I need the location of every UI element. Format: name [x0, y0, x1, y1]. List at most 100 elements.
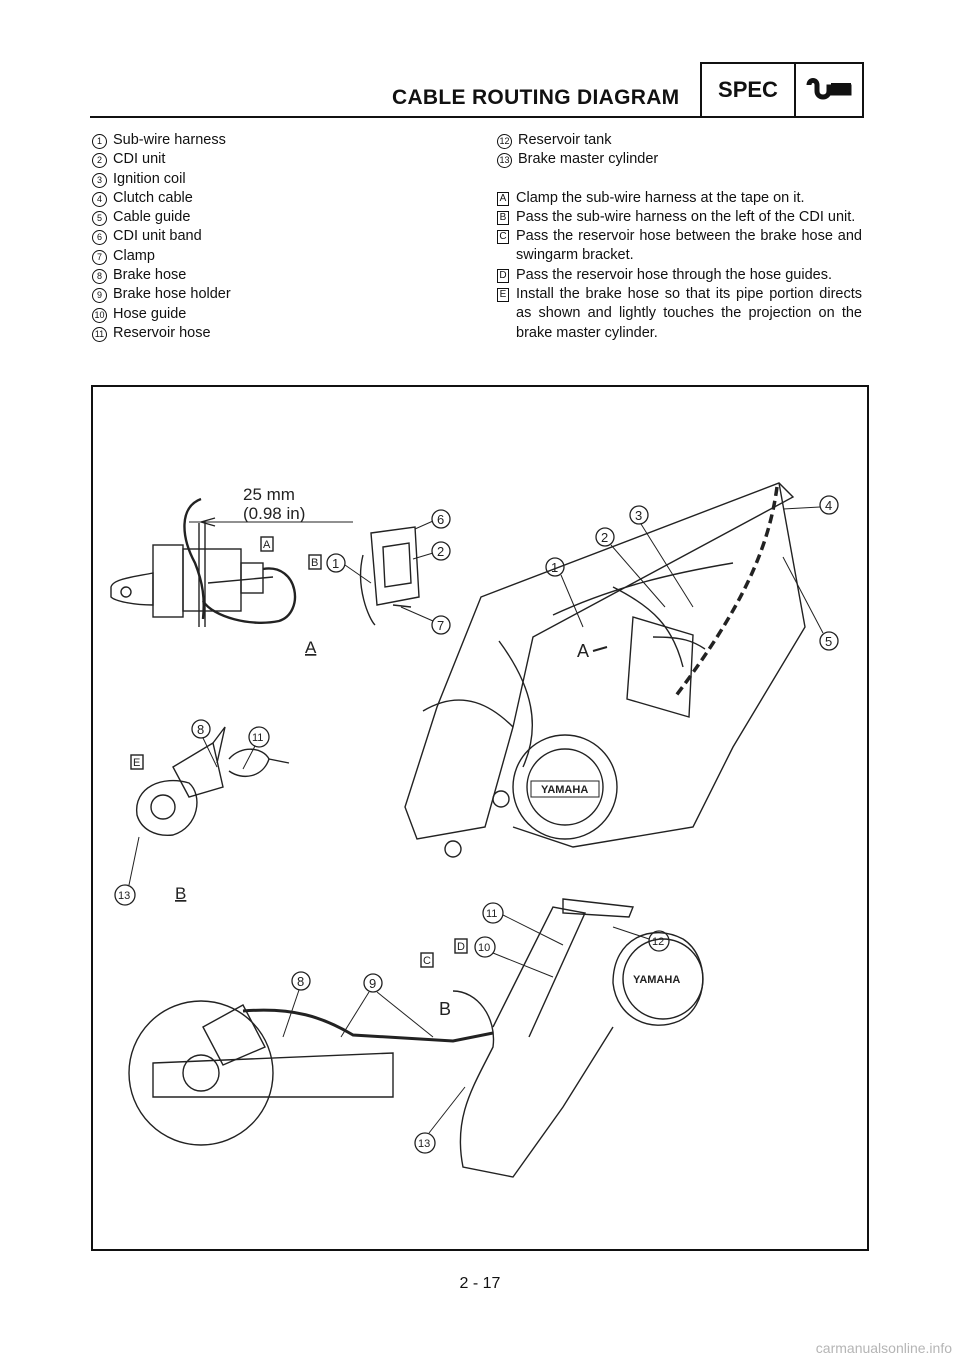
callout-13: 13: [118, 890, 130, 902]
label-b-box: B: [311, 557, 318, 569]
note-item: D Pass the reservoir hose through the hos…: [497, 266, 871, 285]
page-number: 2 - 17: [459, 1275, 501, 1292]
callout-11: 11: [252, 732, 263, 744]
legend-item: 3 Ignition coil: [92, 170, 472, 189]
callout-number: 6: [92, 230, 107, 246]
note-letter: E: [497, 288, 509, 303]
detail-a-arrow-label: A: [577, 641, 589, 661]
detail-b-arrow-label: B: [439, 999, 451, 1019]
callout-number: 2: [92, 153, 107, 169]
callout-7: 7: [437, 618, 444, 633]
callout-3: 3: [635, 508, 642, 523]
header-rule: [90, 116, 700, 118]
legend-text: Clamp: [113, 247, 155, 264]
note-item: A Clamp the sub-wire harness at the tape …: [497, 189, 871, 208]
legend-item: 9 Brake hose holder: [92, 285, 472, 304]
legend-item: 12 Reservoir tank: [497, 131, 871, 150]
legend-text: Reservoir tank: [518, 132, 612, 148]
note-letter: A: [497, 191, 509, 206]
legend-text: CDI unit band: [113, 228, 202, 245]
label-d-box: D: [457, 941, 465, 953]
callout-9: 9: [369, 976, 376, 991]
legend-item: 8 Brake hose: [92, 266, 472, 285]
callout-number: 8: [92, 269, 107, 285]
detail-b-drawing: [136, 726, 290, 836]
dimension-in: (0.98 in): [243, 504, 305, 523]
leader-lines: [128, 506, 824, 1134]
legend-text: Brake hose holder: [113, 286, 231, 303]
callout-number: 11: [92, 326, 107, 342]
callout-number: 4: [92, 191, 107, 207]
legend-item: 7 Clamp: [92, 247, 472, 266]
legend-item: 1 Sub-wire harness: [92, 131, 472, 150]
legend-text: Cable guide: [113, 209, 191, 226]
callout-8: 8: [197, 722, 204, 737]
note-text: Clamp the sub-wire harness at the tape o…: [516, 189, 805, 206]
callout-number: 13: [497, 153, 512, 169]
callout-5: 5: [825, 634, 832, 649]
legend-item: 5 Cable guide: [92, 208, 472, 227]
spec-badge: SPEC: [700, 62, 864, 118]
callout-number: 12: [497, 134, 512, 149]
engine-brand-lower: YAMAHA: [633, 974, 680, 986]
callout-number: 10: [92, 307, 107, 323]
callout-2: 2: [437, 544, 444, 559]
callout-13b: 13: [418, 1138, 430, 1150]
legend-item: 10 Hose guide: [92, 305, 472, 324]
label-a-box: A: [263, 539, 271, 551]
detail-a-label: A: [305, 638, 317, 657]
callout-10: 10: [478, 942, 490, 954]
callout-8b: 8: [297, 974, 304, 989]
engine-brand: YAMAHA: [541, 784, 588, 796]
note-letter: C: [497, 230, 509, 245]
legend-text: CDI unit: [113, 151, 166, 168]
callout-number: 5: [92, 211, 107, 227]
callout-2b: 2: [601, 530, 608, 545]
legend-text: Reservoir hose: [113, 324, 211, 341]
note-letter: B: [497, 210, 509, 225]
callout-6: 6: [437, 512, 444, 527]
watermark: carmanualsonline.info: [815, 1340, 952, 1356]
spacer: [497, 170, 871, 189]
legend-text: Brake hose: [113, 267, 187, 284]
callout-1: 1: [332, 556, 339, 571]
dimension-mm: 25 mm: [243, 485, 295, 504]
legend-left: 1 Sub-wire harness 2 CDI unit 3 Ignition co…: [92, 131, 472, 343]
callout-11b: 11: [486, 908, 497, 920]
callout-1b: 1: [551, 560, 558, 575]
legend-text: Brake master cylinder: [518, 151, 659, 168]
callout-4: 4: [825, 498, 832, 513]
frame-engine-drawing: [404, 482, 806, 858]
label-c-box: C: [423, 955, 431, 967]
page-title: CABLE ROUTING DIAGRAM: [392, 86, 680, 109]
legend-item: 4 Clutch cable: [92, 189, 472, 208]
detail-a-drawing: [110, 497, 353, 627]
legend-item: 13 Brake master cylinder: [497, 150, 871, 169]
legend-right: 12 Reservoir tank 13 Brake master cylinder…: [497, 131, 871, 343]
note-item: C Pass the reservoir hose between the bra…: [497, 227, 871, 266]
callouts: 1 1 2 2 3 4 5 6 7 8 8 9 10 11 11 12 13 1…: [114, 495, 839, 1154]
note-text: Pass the reservoir hose through the hose…: [516, 266, 832, 283]
note-text: Pass the sub-wire harness on the left of…: [516, 208, 856, 225]
label-e-box: E: [133, 757, 140, 769]
callout-number: 9: [92, 288, 107, 304]
legend-text: Clutch cable: [113, 189, 193, 206]
callout-number: 3: [92, 172, 107, 188]
cdi-unit-drawing: [359, 526, 420, 626]
legend-text: Ignition coil: [113, 170, 186, 187]
legend-text: Hose guide: [113, 305, 187, 322]
legend-item: 11 Reservoir hose: [92, 324, 472, 343]
note-text: Pass the reservoir hose between the brak…: [516, 228, 862, 264]
note-item: B Pass the sub-wire harness on the left o…: [497, 208, 871, 227]
routing-diagram: 25 mm (0.98 in) A A B: [91, 385, 869, 1251]
callout-number: 1: [92, 134, 107, 149]
legend-item: 6 CDI unit band: [92, 227, 472, 246]
legend-text: Sub-wire harness: [113, 132, 226, 148]
callout-12: 12: [652, 936, 664, 948]
callout-number: 7: [92, 249, 107, 265]
wrench-icon: [796, 64, 862, 116]
spec-label: SPEC: [702, 64, 796, 116]
note-letter: D: [497, 268, 509, 283]
legend-item: 2 CDI unit: [92, 150, 472, 169]
